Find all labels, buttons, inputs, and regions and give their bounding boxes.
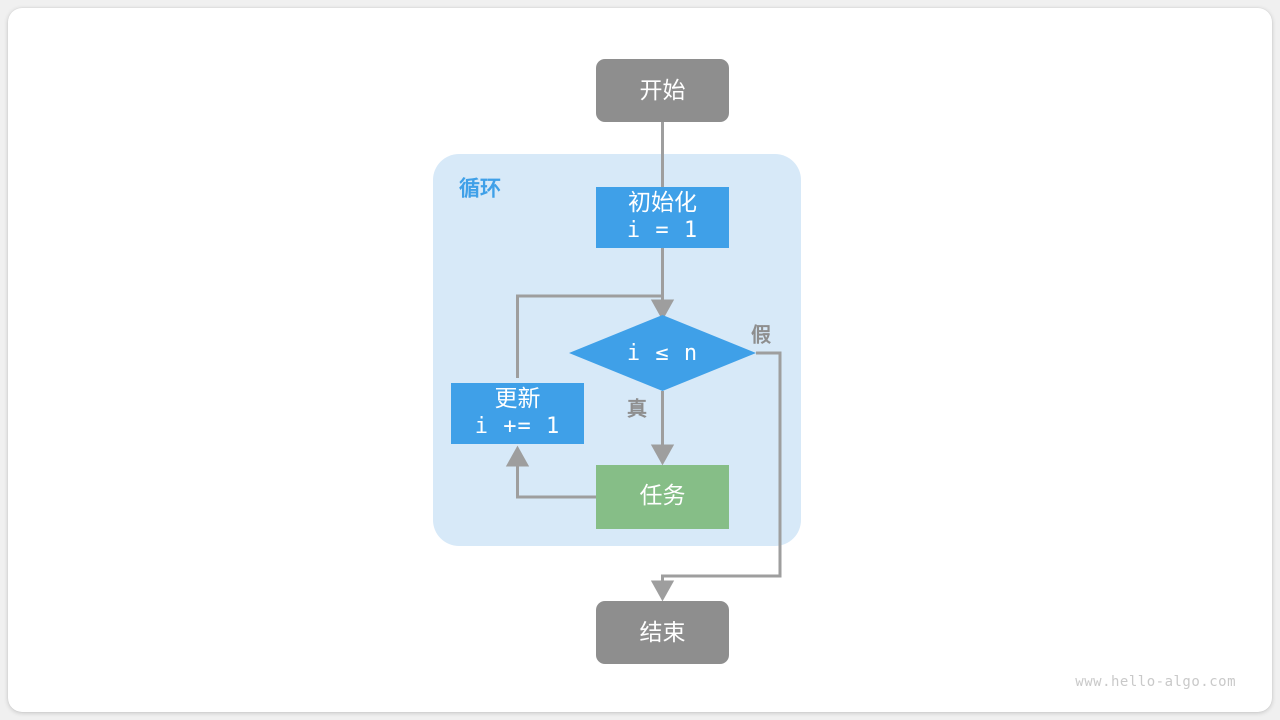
node-condition[interactable]: i ≤ n <box>569 315 756 391</box>
edge-label-false: 假 <box>751 322 772 346</box>
node-update-label-line2: i += 1 <box>475 414 560 439</box>
node-start-shape <box>596 59 729 122</box>
edge-update-to-cond <box>516 294 663 378</box>
node-init-label-line1: 初始化 <box>628 189 697 215</box>
edge-task-to-update <box>505 445 596 499</box>
edge-label-true: 真 <box>627 396 647 420</box>
loop-group-label: 循环 <box>459 177 501 201</box>
node-end-label: 结束 <box>640 619 686 645</box>
node-update-shape <box>451 383 584 444</box>
node-init-label-line2: i = 1 <box>627 218 698 243</box>
node-condition-shape <box>569 315 756 391</box>
node-update-label-line1: 更新 <box>495 385 541 411</box>
node-task-label: 任务 <box>640 482 686 508</box>
watermark-text: www.hello-algo.com <box>1075 674 1236 690</box>
node-task[interactable]: 任务 <box>596 465 729 529</box>
node-start[interactable]: 开始 <box>596 59 729 122</box>
node-task-shape <box>596 465 729 529</box>
node-end[interactable]: 结束 <box>596 601 729 664</box>
node-end-shape <box>596 601 729 664</box>
diagram-card: 循环 真 假 开始 <box>8 8 1272 712</box>
node-condition-label: i ≤ n <box>627 341 698 366</box>
node-update[interactable]: 更新 i += 1 <box>451 383 584 444</box>
flowchart-svg: 循环 真 假 开始 <box>433 59 801 664</box>
node-start-label: 开始 <box>640 77 686 103</box>
node-init[interactable]: 初始化 i = 1 <box>596 187 729 248</box>
edge-cond-to-end <box>650 351 782 602</box>
node-init-shape <box>596 187 729 248</box>
